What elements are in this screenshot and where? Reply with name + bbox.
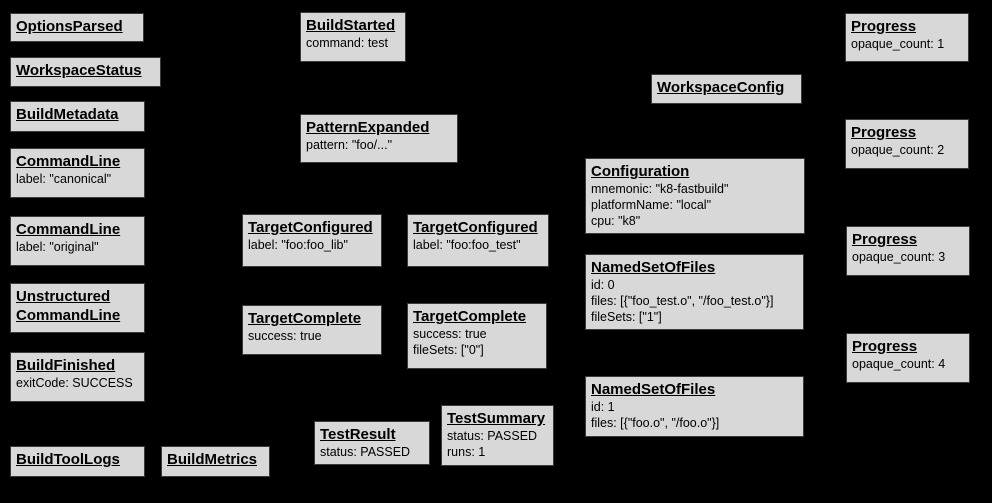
node-buildtoollogs: BuildToolLogs <box>10 446 145 477</box>
node-title: Progress <box>851 18 917 35</box>
node-title: BuildToolLogs <box>16 451 120 468</box>
node-title: Progress <box>852 231 918 248</box>
node-attribute: opaque_count: 3 <box>852 250 946 264</box>
node-targetcomplete: TargetComplete success: true <box>242 305 382 355</box>
node-attribute: label: "original" <box>16 240 99 254</box>
node-testresult: TestResult status: PASSED <box>314 421 430 465</box>
node-attribute: label: "foo:foo_test" <box>413 238 521 252</box>
node-title: Configuration <box>591 163 690 180</box>
node-title: BuildFinished <box>16 357 116 374</box>
node-title: Progress <box>852 338 918 355</box>
node-targetconfigured: TargetConfigured label: "foo:foo_lib" <box>242 214 382 267</box>
node-attribute: fileSets: ["0"] <box>413 343 484 357</box>
node-attribute: files: [{"foo_test.o", "/foo_test.o"}] <box>591 294 774 308</box>
node-title: BuildMetrics <box>167 451 258 468</box>
node-title: OptionsParsed <box>16 18 123 35</box>
node-attribute: opaque_count: 4 <box>852 357 946 371</box>
node-targetcomplete: TargetComplete success: true fileSets: ["0… <box>407 303 547 369</box>
node-testsummary: TestSummary status: PASSED runs: 1 <box>441 405 554 466</box>
node-title: TargetComplete <box>248 310 362 327</box>
node-attribute: label: "canonical" <box>16 172 112 186</box>
node-buildfinished: BuildFinished exitCode: SUCCESS <box>10 352 145 402</box>
node-attribute: fileSets: ["1"] <box>591 310 662 324</box>
node-attribute: runs: 1 <box>447 445 486 459</box>
node-title: CommandLine <box>16 153 121 170</box>
node-buildmetadata: BuildMetadata <box>10 101 145 132</box>
node-commandline: CommandLine label: "original" <box>10 216 145 266</box>
node-attribute: status: PASSED <box>320 445 411 459</box>
node-title: WorkspaceStatus <box>16 62 142 79</box>
node-buildstarted: BuildStarted command: test <box>300 12 406 62</box>
node-attribute: opaque_count: 2 <box>851 143 945 157</box>
node-attribute: opaque_count: 1 <box>851 37 945 51</box>
node-attribute: id: 1 <box>591 400 615 414</box>
node-attribute: exitCode: SUCCESS <box>16 376 133 390</box>
node-title: NamedSetOfFiles <box>591 381 716 398</box>
node-attribute: cpu: "k8" <box>591 214 641 228</box>
node-attribute: status: PASSED <box>447 429 538 443</box>
node-title: TargetComplete <box>413 308 527 325</box>
node-title: Progress <box>851 124 917 141</box>
node-title: WorkspaceConfig <box>657 79 785 96</box>
node-title: BuildMetadata <box>16 106 119 123</box>
node-namedsetoffiles: NamedSetOfFiles id: 0 files: [{"foo_test.o… <box>585 254 804 330</box>
node-progress: Progress opaque_count: 1 <box>845 13 969 62</box>
node-attribute: files: [{"foo.o", "/foo.o"}] <box>591 416 720 430</box>
node-title: TargetConfigured <box>413 219 538 236</box>
node-optionsparsed: OptionsParsed <box>10 13 144 42</box>
node-title: TestSummary <box>447 410 546 427</box>
node-title: NamedSetOfFiles <box>591 259 716 276</box>
node-title: TestResult <box>320 426 396 443</box>
node-patternexpanded: PatternExpanded pattern: "foo/..." <box>300 114 458 163</box>
node-buildmetrics: BuildMetrics <box>161 446 270 477</box>
node-title: CommandLine <box>16 221 121 238</box>
node-configuration: Configuration mnemonic: "k8-fastbuild" pla… <box>585 158 805 234</box>
node-title: BuildStarted <box>306 17 396 34</box>
node-attribute: command: test <box>306 36 388 50</box>
node-title: TargetConfigured <box>248 219 373 236</box>
node-commandline: CommandLine label: "canonical" <box>10 148 145 198</box>
node-attribute: id: 0 <box>591 278 615 292</box>
node-namedsetoffiles: NamedSetOfFiles id: 1 files: [{"foo.o", "/… <box>585 376 804 437</box>
node-attribute: success: true <box>248 329 322 343</box>
node-unstructured-commandline: Unstructured CommandLine <box>10 283 145 333</box>
node-attribute: mnemonic: "k8-fastbuild" <box>591 182 729 196</box>
node-attribute: platformName: "local" <box>591 198 712 212</box>
node-title: Unstructured CommandLine <box>16 288 121 324</box>
node-progress: Progress opaque_count: 3 <box>846 226 970 276</box>
node-targetconfigured: TargetConfigured label: "foo:foo_test" <box>407 214 549 267</box>
node-progress: Progress opaque_count: 2 <box>845 119 969 169</box>
node-attribute: label: "foo:foo_lib" <box>248 238 348 252</box>
node-attribute: pattern: "foo/..." <box>306 138 393 152</box>
node-attribute: success: true <box>413 327 487 341</box>
node-workspaceconfig: WorkspaceConfig <box>651 74 802 104</box>
node-workspacestatus: WorkspaceStatus <box>10 57 161 87</box>
node-title: PatternExpanded <box>306 119 430 136</box>
node-progress: Progress opaque_count: 4 <box>846 333 970 383</box>
